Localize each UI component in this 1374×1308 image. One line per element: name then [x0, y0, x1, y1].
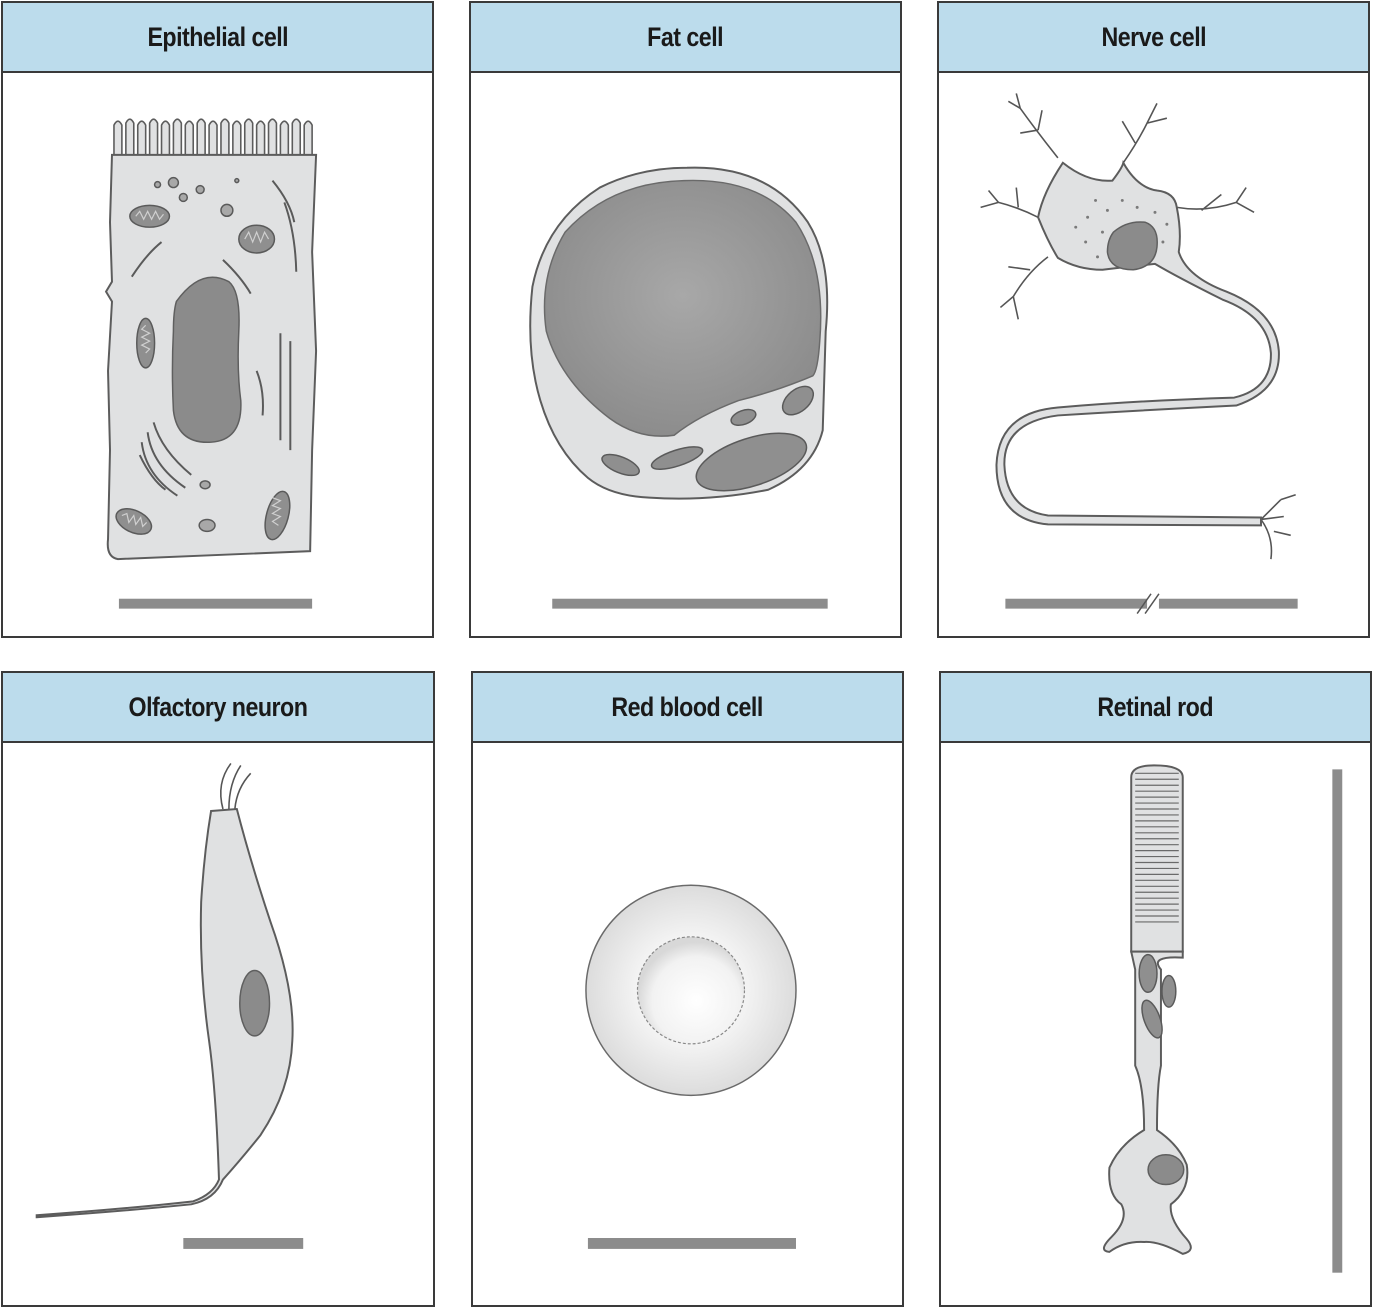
- disc-membranes: [1135, 772, 1179, 923]
- retinal-rod-outer-segment: [1130, 764, 1184, 953]
- scale-bar: [587, 1238, 796, 1249]
- panel-title: Epithelial cell: [147, 21, 288, 52]
- panel-retinal-rod: Retinal rod: [939, 671, 1372, 1307]
- panel-header: Nerve cell: [939, 3, 1368, 73]
- panel-title: Red blood cell: [611, 691, 764, 722]
- panel-header: Fat cell: [471, 3, 900, 73]
- mitochondria-cristae: [121, 210, 282, 528]
- panel-header: Red blood cell: [473, 673, 902, 743]
- panel-fat-cell: Fat cell: [469, 1, 902, 638]
- panel-body: [473, 743, 902, 1305]
- panel-title: Fat cell: [647, 21, 724, 52]
- olfactory-neuron-body: [35, 807, 294, 1219]
- fat-cell-organelles: [601, 385, 815, 492]
- olfactory-nucleus: [239, 969, 271, 1037]
- vesicles: [153, 176, 240, 533]
- olfactory-neuron-illustration: [35, 762, 304, 1249]
- nerve-cell-body-and-axon: [995, 159, 1280, 527]
- scale-bar: [183, 1238, 304, 1249]
- scale-bar: [118, 598, 313, 609]
- nerve-nucleus: [1106, 221, 1158, 271]
- retinal-rod-inner-segment: [1102, 950, 1192, 1255]
- rod-nucleus: [1147, 1154, 1185, 1186]
- scale-bar: [1332, 769, 1343, 1273]
- red-blood-cell-center: [636, 936, 746, 1045]
- nerve-cell-illustration: [980, 93, 1298, 615]
- panel-body: [471, 73, 900, 636]
- microvilli: [113, 118, 313, 159]
- panel-body: [939, 73, 1368, 636]
- panel-red-blood-cell: Red blood cell: [471, 671, 904, 1307]
- cilia: [220, 762, 252, 810]
- scale-bar: [552, 598, 828, 609]
- red-blood-cell-illustration: [585, 884, 797, 1249]
- epithelial-cell-illustration: [104, 118, 318, 609]
- endoplasmic-reticulum: [130, 179, 298, 497]
- scale-bar: [1005, 593, 1298, 615]
- panel-body: [3, 743, 433, 1305]
- lipid-droplet: [543, 179, 822, 437]
- panel-body: [941, 743, 1370, 1305]
- panel-nerve-cell: Nerve cell: [937, 1, 1370, 638]
- retinal-rod-illustration: [1102, 764, 1343, 1273]
- nucleus: [171, 276, 242, 443]
- panel-header: Epithelial cell: [3, 3, 432, 73]
- nissl-bodies: [1074, 198, 1169, 259]
- rod-mitochondria: [1138, 953, 1177, 1039]
- fat-cell-illustration: [529, 166, 829, 609]
- dendrites: [980, 93, 1296, 560]
- panel-header: Olfactory neuron: [3, 673, 433, 743]
- panel-epithelial-cell: Epithelial cell: [1, 1, 434, 638]
- panel-header: Retinal rod: [941, 673, 1370, 743]
- panel-title: Nerve cell: [1101, 21, 1206, 52]
- panel-title: Olfactory neuron: [128, 691, 308, 722]
- panel-body: [3, 73, 432, 636]
- panel-olfactory-neuron: Olfactory neuron: [1, 671, 435, 1307]
- panel-title: Retinal rod: [1097, 691, 1214, 722]
